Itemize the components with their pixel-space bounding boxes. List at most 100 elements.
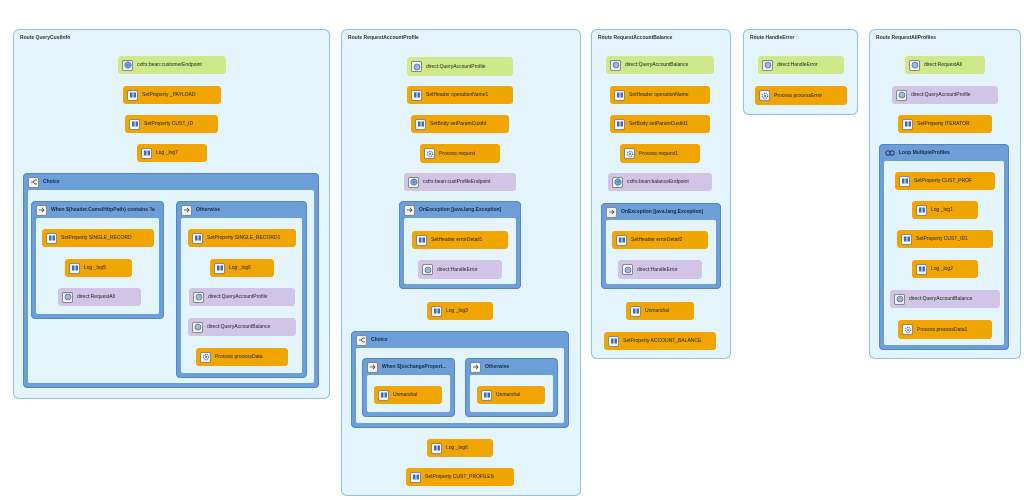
- node-label: SetBody setParamCustId: [430, 121, 487, 127]
- node-process-request[interactable]: Process request: [420, 144, 500, 163]
- globe-icon: [122, 59, 133, 71]
- node-set-property-single-record[interactable]: SetProperty SINGLE_RECORD: [42, 229, 154, 247]
- node-set-body-set-param-cust-id[interactable]: SetBody setParamCustId: [411, 115, 509, 133]
- node-direct-query-account-profile[interactable]: direct:QueryAccountProfile: [407, 57, 513, 76]
- set-property-icon: [901, 233, 912, 245]
- node-log-log3[interactable]: Log _log3: [427, 302, 493, 320]
- node-direct-handle-error[interactable]: direct:HandleError: [418, 260, 502, 279]
- otherwise-header: Otherwise: [177, 202, 306, 218]
- endpoint-icon: [896, 89, 907, 101]
- node-log-log6[interactable]: Log _log6: [210, 259, 274, 277]
- set-header-icon: [416, 234, 427, 246]
- log-icon: [431, 442, 442, 454]
- node-process-process-data1[interactable]: Process processData1: [898, 320, 992, 339]
- node-label: Log _log1: [931, 207, 953, 213]
- loop-header: Loop MultipleProfiles: [880, 145, 1008, 161]
- node-direct-handle-error[interactable]: direct:HandleError: [758, 56, 844, 74]
- node-label: direct:HandleError: [437, 266, 478, 273]
- node-set-header-error-detail1[interactable]: SetHeader errorDetail1: [412, 231, 508, 249]
- set-body-icon: [614, 118, 625, 130]
- node-process-request1[interactable]: Process request1: [620, 144, 700, 163]
- node-log-log6[interactable]: Log _log6: [427, 439, 493, 457]
- node-label: direct:HandleError: [777, 62, 818, 68]
- node-direct-query-account-balance[interactable]: direct:QueryAccountBalance: [188, 318, 296, 336]
- node-set-body-set-param-cust-id1[interactable]: SetBody setParamCustId1: [610, 115, 710, 133]
- loop-label: Loop MultipleProfiles: [899, 150, 950, 156]
- log-icon: [431, 305, 442, 317]
- node-set-property-cust-id[interactable]: SetProperty CUST_ID: [125, 115, 218, 133]
- endpoint-icon: [192, 321, 203, 333]
- node-label: cxfrs:bean:custProfileEndpoint: [423, 179, 491, 185]
- when-header: When $[exchangePropert...: [363, 359, 454, 375]
- node-unmarshal[interactable]: Unmarshal: [374, 386, 442, 404]
- set-header-icon: [411, 89, 422, 101]
- set-property-icon: [127, 89, 138, 101]
- choice-header: Choice: [24, 174, 318, 190]
- node-label: Process request: [439, 150, 476, 157]
- node-log-log2[interactable]: Log _log2: [912, 260, 978, 278]
- node-direct-query-account-balance[interactable]: direct:QueryAccountBalance: [606, 56, 714, 74]
- node-cxfrs-cust-profile-endpoint[interactable]: cxfrs:bean:custProfileEndpoint: [404, 173, 516, 191]
- node-set-property-cust-prof[interactable]: SetProperty CUST_PROF: [895, 172, 995, 190]
- node-log-log5[interactable]: Log _log5: [65, 259, 132, 277]
- node-label: SetHeader errorDetail2: [631, 237, 683, 243]
- log-icon: [69, 262, 80, 274]
- node-set-property-payload[interactable]: SetProperty _PAYLOAD: [123, 86, 221, 104]
- otherwise-icon: [181, 204, 192, 216]
- endpoint-icon: [422, 264, 433, 275]
- when-icon: [367, 361, 378, 373]
- node-set-header-error-detail2[interactable]: SetHeader errorDetail2: [612, 231, 708, 249]
- loop-icon: [884, 148, 895, 159]
- node-label: Log _log3: [446, 308, 468, 314]
- node-cxfrs-balance-endpoint[interactable]: cxfrs:bean:balanceEndpoint: [608, 173, 712, 191]
- exception-icon: [404, 204, 415, 216]
- node-label: Process request1: [639, 150, 678, 157]
- node-set-property-cust-profiles[interactable]: SetProperty CUST_PROFILES: [406, 468, 514, 486]
- node-label: SetProperty SINGLE_RECORD1: [207, 235, 281, 241]
- set-body-icon: [415, 118, 426, 130]
- gear-icon: [624, 148, 635, 159]
- node-process-process-data[interactable]: Process processData: [196, 348, 288, 366]
- choice-label: Choice: [43, 179, 60, 185]
- node-direct-query-account-profile[interactable]: direct:QueryAccountProfile: [189, 288, 295, 306]
- when-header: When ${header.CamelHttpPath} contains '/…: [32, 202, 163, 218]
- globe-icon: [612, 176, 623, 188]
- node-set-property-single-record1[interactable]: SetProperty SINGLE_RECORD1: [188, 229, 296, 247]
- on-exception-label: OnException [java.lang.Exception]: [419, 207, 502, 213]
- when-icon: [36, 204, 47, 216]
- node-direct-request-all[interactable]: direct:RequestAll: [905, 56, 985, 74]
- node-set-property-cust-id1[interactable]: SetProperty CUST_ID1: [897, 230, 993, 248]
- node-direct-query-account-balance[interactable]: direct:QueryAccountBalance: [890, 290, 1000, 308]
- node-direct-request-all[interactable]: direct:RequestAll: [58, 288, 141, 306]
- node-label: SetProperty CUST_PROFILES: [425, 474, 494, 480]
- gear-icon: [424, 148, 435, 159]
- node-cxfrs-customer-endpoint[interactable]: cxfrs:bean:customerEndpoint: [118, 56, 226, 74]
- node-direct-handle-error[interactable]: direct:HandleError: [618, 260, 702, 279]
- node-unmarshal[interactable]: Unmarshal: [626, 302, 694, 320]
- unmarshal-icon: [481, 389, 492, 401]
- node-label: SetHeader errorDetail1: [431, 237, 483, 243]
- endpoint-icon: [894, 293, 905, 305]
- node-label: direct:QueryAccountProfile: [911, 92, 971, 98]
- endpoint-icon: [610, 59, 621, 71]
- node-label: direct:HandleError: [637, 266, 678, 273]
- node-label: Process processData: [215, 354, 263, 360]
- node-label: direct:QueryAccountBalance: [207, 324, 271, 330]
- on-exception-header: OnException [java.lang.Exception]: [602, 204, 720, 220]
- otherwise-label: Otherwise: [485, 364, 510, 370]
- unmarshal-icon: [378, 389, 389, 401]
- node-set-property-iterator[interactable]: SetProperty ITERATOR: [898, 115, 992, 133]
- node-set-property-account-balance[interactable]: SetProperty ACCOUNT_BALANCE: [604, 332, 716, 350]
- set-header-icon: [616, 234, 627, 246]
- node-process-process-error[interactable]: Process processError: [755, 86, 847, 105]
- set-property-icon: [46, 232, 57, 244]
- node-unmarshal[interactable]: Unmarshal: [477, 386, 545, 404]
- node-set-header-operation-name[interactable]: SetHeader operationName: [610, 86, 710, 104]
- node-log-log7[interactable]: Log _log7: [137, 144, 207, 162]
- node-log-log1[interactable]: Log _log1: [912, 201, 978, 219]
- node-set-header-operation-name1[interactable]: SetHeader operationName1: [407, 86, 513, 104]
- node-direct-query-account-profile[interactable]: direct:QueryAccountProfile: [892, 86, 998, 104]
- node-label: direct:QueryAccountProfile: [426, 63, 486, 70]
- node-label: Unmarshal: [393, 392, 418, 398]
- node-label: cxfrs:bean:balanceEndpoint: [627, 179, 689, 185]
